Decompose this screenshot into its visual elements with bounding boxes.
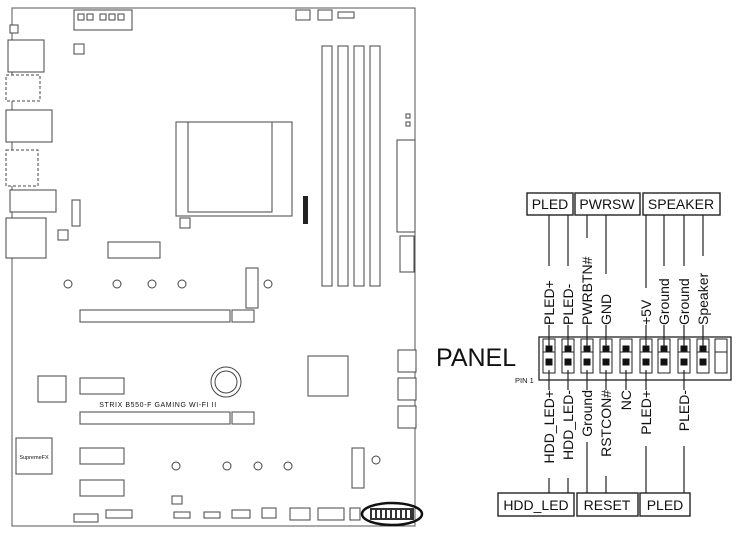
atx-power-connector — [396, 113, 416, 273]
cpu-socket — [175, 121, 308, 224]
bottom-pin-label: PLED- — [676, 390, 692, 432]
top-pin-label: Ground — [676, 278, 692, 325]
audio-chip: SupremeFX — [15, 437, 53, 475]
pin — [602, 358, 610, 366]
pin-cell — [714, 351, 728, 374]
sata-connectors — [397, 349, 417, 429]
bottom-pin-label: RSTCON# — [598, 390, 614, 457]
panel-header-highlight — [360, 501, 424, 527]
pin — [602, 345, 610, 353]
pin — [583, 345, 591, 353]
pin — [642, 345, 650, 353]
top-pin-label: GND — [598, 294, 614, 325]
top-fan-headers — [295, 9, 355, 21]
pin — [545, 345, 553, 353]
panel-title: PANEL — [436, 344, 516, 372]
top-pin-label: Speaker — [695, 273, 711, 325]
board-model-text: STRIX B550-F GAMING WI-FI II — [99, 402, 217, 409]
bottom-group-label: HDD_LED — [503, 497, 568, 513]
pin1-label: PIN 1 — [515, 376, 534, 385]
pin — [564, 345, 572, 353]
bottom-pin-label: HDD_LED+ — [541, 390, 557, 464]
top-group-label: PLED — [532, 196, 569, 212]
supremefx-text: SupremeFX — [19, 455, 49, 461]
top-pin-labels: PLED+ PLED- PWRBTN# GND +5V Ground Groun… — [541, 256, 711, 325]
panel-connector — [538, 336, 732, 381]
top-group-speaker: SPEAKER — [642, 192, 721, 216]
pin-wires — [548, 215, 704, 493]
bottom-group-label: RESET — [584, 497, 631, 513]
bottom-group-reset: RESET — [576, 492, 639, 517]
pin — [622, 358, 630, 366]
top-pin-label: PLED- — [560, 283, 576, 325]
pin — [564, 358, 572, 366]
bottom-pin-labels: HDD_LED+ HDD_LED- Ground RSTCON# NC PLED… — [541, 390, 692, 464]
pin — [660, 358, 668, 366]
pin — [660, 345, 668, 353]
cpu-power-connectors — [73, 9, 133, 55]
pin — [699, 345, 707, 353]
pcie-slots — [79, 309, 255, 497]
bottom-headers — [73, 495, 361, 523]
mount-holes — [63, 279, 381, 471]
misc-components — [37, 199, 365, 489]
top-pin-label: +5V — [638, 299, 654, 325]
motherboard-outline — [11, 7, 416, 527]
pin — [583, 358, 591, 366]
top-group-label: SPEAKER — [648, 196, 714, 212]
top-pin-label: PLED+ — [541, 280, 557, 325]
bottom-group-pled: PLED — [639, 492, 691, 517]
bottom-group-label: PLED — [647, 497, 684, 513]
cmos-battery — [210, 366, 242, 398]
bottom-pin-label: HDD_LED- — [560, 390, 576, 460]
top-group-pwrsw: PWRSW — [574, 192, 641, 216]
bottom-pin-label: NC — [618, 390, 634, 410]
bottom-pin-label: Ground — [579, 390, 595, 437]
pin — [642, 358, 650, 366]
top-group-pled: PLED — [526, 192, 574, 216]
top-pin-label: Ground — [656, 278, 672, 325]
panel-pins — [542, 338, 728, 374]
pin — [545, 358, 553, 366]
top-pin-label: PWRBTN# — [579, 256, 595, 325]
memory-slots — [321, 45, 381, 287]
bottom-group-hdd-led: HDD_LED — [497, 492, 575, 517]
pin — [680, 345, 688, 353]
rear-io-ports — [5, 24, 57, 259]
pin — [680, 358, 688, 366]
pin — [622, 345, 630, 353]
bottom-pin-label: PLED+ — [638, 390, 654, 435]
top-group-label: PWRSW — [579, 196, 635, 212]
pin — [699, 358, 707, 366]
